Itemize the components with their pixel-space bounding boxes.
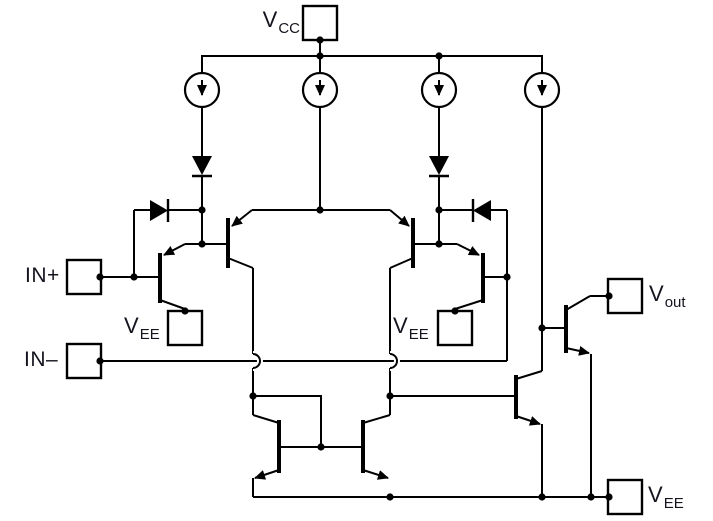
pad-vee-left [166,309,204,347]
junction-dot [538,324,546,332]
current-source-2 [301,71,339,109]
collector [389,257,414,269]
current-source-1 [183,71,221,109]
label-vee-bottom: VEE [648,482,684,512]
crossover-hop [252,353,261,369]
label-in-minus: IN– [24,348,59,371]
transistor-npn-gain [514,370,543,426]
junction-dot [386,493,394,501]
junction-dot [316,36,324,44]
junction-dot [451,307,459,315]
transistor-pnp-diff-left [226,209,254,269]
junction-dot [198,240,206,248]
junction-dot [198,206,206,214]
pad-in-minus [65,342,103,380]
junction-dot [538,493,546,501]
collector [227,257,254,269]
current-source-4 [523,71,561,109]
emitter [163,243,186,256]
pad-vout [606,277,644,315]
collector [252,414,280,424]
transistor-pnp-in-minus-follower [454,243,485,311]
junction-dot [605,292,613,300]
label-vee-right: VEE [393,313,429,343]
wiring [101,40,609,498]
junction-dot [386,392,394,400]
junction-dot [605,493,613,501]
junction-dot [96,357,104,365]
junction-dot [316,52,324,60]
emitter [565,345,590,356]
collector [454,299,484,311]
diode-clamp-left [150,199,170,222]
wire-mirror-diode-tie [253,395,322,447]
current-source-3 [420,71,458,109]
label-vout: Vout [649,281,686,311]
junction-dot [435,52,443,60]
pad-in-plus [65,258,103,296]
emitter [254,469,280,480]
emitter [362,469,389,480]
junction-dot [249,392,257,400]
label-vcc: VCC [262,7,300,37]
pad-vee-bottom [606,478,644,516]
junction-dot [96,273,104,281]
junction-dot [503,273,511,281]
emitter [515,415,541,426]
transistors [158,209,591,480]
collector [159,299,186,311]
transistor-npn-mirror-out [361,414,391,480]
junction-dot [181,307,189,315]
transistor-pnp-diff-right [389,209,415,269]
diode-level-shift-right [429,156,449,178]
collector [515,370,543,380]
transistor-npn-mirror-diode [252,414,281,480]
pad-vee-right [436,309,474,347]
diodes [150,156,491,222]
junction-dot [587,493,595,501]
emitter [456,243,480,256]
emitter [389,209,410,227]
label-vee-left: VEE [124,313,160,343]
junction-dot [435,240,443,248]
junction-dot [130,273,138,281]
label-in-plus: IN+ [25,264,60,287]
crossover-hop [389,353,398,369]
junction-dots [96,36,613,501]
wire-vcc-rail [201,55,543,73]
transistor-pnp-in-plus-follower [158,243,186,311]
diode-clamp-right [471,199,491,222]
pad-vcc [301,4,339,42]
collector [362,414,391,424]
junction-dot [435,206,443,214]
diode-level-shift-left [192,156,212,178]
collector [565,295,591,311]
current-sources [183,71,561,109]
junction-dot [317,443,325,451]
transistor-npn-output [564,295,591,356]
emitter [231,209,253,227]
junction-dot [316,206,324,214]
